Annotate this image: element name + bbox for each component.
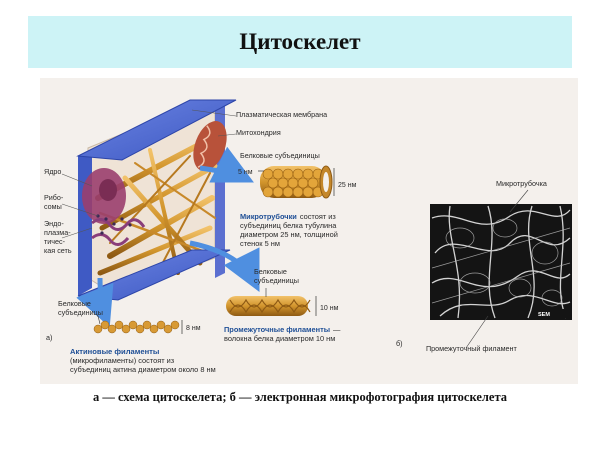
intermediate-desc-line-1: Промежуточные филаменты— bbox=[224, 325, 341, 334]
actin-desc-1: (микрофиламенты) состоят из bbox=[70, 356, 175, 365]
ribosome-dots bbox=[96, 214, 132, 235]
label-intermediate-b: Промежуточный филамент bbox=[426, 344, 517, 353]
actin-desc-2: субъединиц актина диаметром около 8 нм bbox=[70, 365, 216, 374]
arrows bbox=[76, 146, 260, 328]
arrow-actin bbox=[76, 277, 114, 328]
label-mitochondria: Митохондрия bbox=[236, 128, 281, 137]
figure-panel: Плазматическая мембрана Митохондрия Ядро… bbox=[40, 78, 578, 384]
slide-title: Цитоскелет bbox=[239, 29, 361, 54]
figure-caption: а — схема цитоскелета; б — электронная м… bbox=[92, 390, 508, 404]
er-shape-2 bbox=[91, 233, 130, 246]
actin-filament-detail bbox=[93, 315, 183, 334]
microtubule-desc-bold: Микротрубочки bbox=[240, 212, 297, 221]
plasma-membrane-top bbox=[76, 99, 237, 161]
leader-lines bbox=[61, 109, 237, 239]
arrow-microtubules bbox=[199, 146, 254, 183]
arrow-intermediate bbox=[189, 240, 260, 292]
label-er-2: плазма- bbox=[44, 228, 71, 237]
label-intermediate-dim: 10 нм bbox=[320, 305, 339, 312]
electron-micrograph: SEM bbox=[430, 204, 572, 320]
label-microtubule-subunits: Белковые субъединицы bbox=[240, 151, 320, 160]
label-er-3: тичес- bbox=[44, 237, 66, 246]
microtubule-desc-4: стенок 5 нм bbox=[240, 239, 280, 248]
intermediate-filament-detail bbox=[226, 288, 317, 316]
actin-desc-bold: Актиновые филаменты bbox=[70, 347, 159, 356]
label-microtubule-b: Микротрубочка bbox=[496, 179, 547, 188]
nucleolus-shape bbox=[99, 179, 117, 201]
microtubule-desc-2: субъединиц белка тубулина bbox=[240, 221, 337, 230]
panel-a-marker: а) bbox=[46, 333, 52, 342]
label-microtubule-wall: 5 нм bbox=[238, 169, 253, 176]
label-er-1: Эндо- bbox=[44, 219, 64, 228]
intermediate-desc-tail: — bbox=[333, 325, 341, 334]
label-ribosomes-2: сомы bbox=[44, 202, 62, 211]
panel-b-leaders bbox=[465, 189, 529, 349]
microtubule-desc-1: состоят из bbox=[300, 212, 337, 221]
intermediate-desc-bold: Промежуточные филаменты bbox=[224, 325, 330, 334]
title-band: Цитоскелет bbox=[28, 16, 572, 68]
label-ribosomes-1: Рибо- bbox=[44, 193, 64, 202]
label-nucleus: Ядро bbox=[44, 167, 61, 176]
label-actin-subunits-1: Белковые bbox=[58, 299, 91, 308]
microtubule-desc-3: диаметром 25 нм, толщиной bbox=[240, 230, 338, 239]
intermediate-desc-2: волокна белка диаметром 10 нм bbox=[224, 334, 335, 343]
label-er-4: кая сеть bbox=[44, 246, 72, 255]
label-intermediate-subunits-1: Белковые bbox=[254, 267, 287, 276]
label-actin-subunits-2: субъединицы bbox=[58, 308, 103, 317]
label-microtubule-diameter: 25 нм bbox=[338, 182, 357, 189]
panel-b-marker: б) bbox=[396, 339, 403, 348]
micrograph-tag: SEM bbox=[538, 312, 550, 318]
label-plasma-membrane: Плазматическая мембрана bbox=[236, 110, 327, 119]
membrane-front-edge bbox=[78, 150, 92, 296]
cytoskeleton-figure: Плазматическая мембрана Митохондрия Ядро… bbox=[44, 99, 572, 374]
microtubule-detail bbox=[258, 165, 335, 199]
er-shape bbox=[91, 218, 146, 231]
label-intermediate-subunits-2: субъединицы bbox=[254, 276, 299, 285]
label-actin-dim: 8 нм bbox=[186, 325, 201, 332]
